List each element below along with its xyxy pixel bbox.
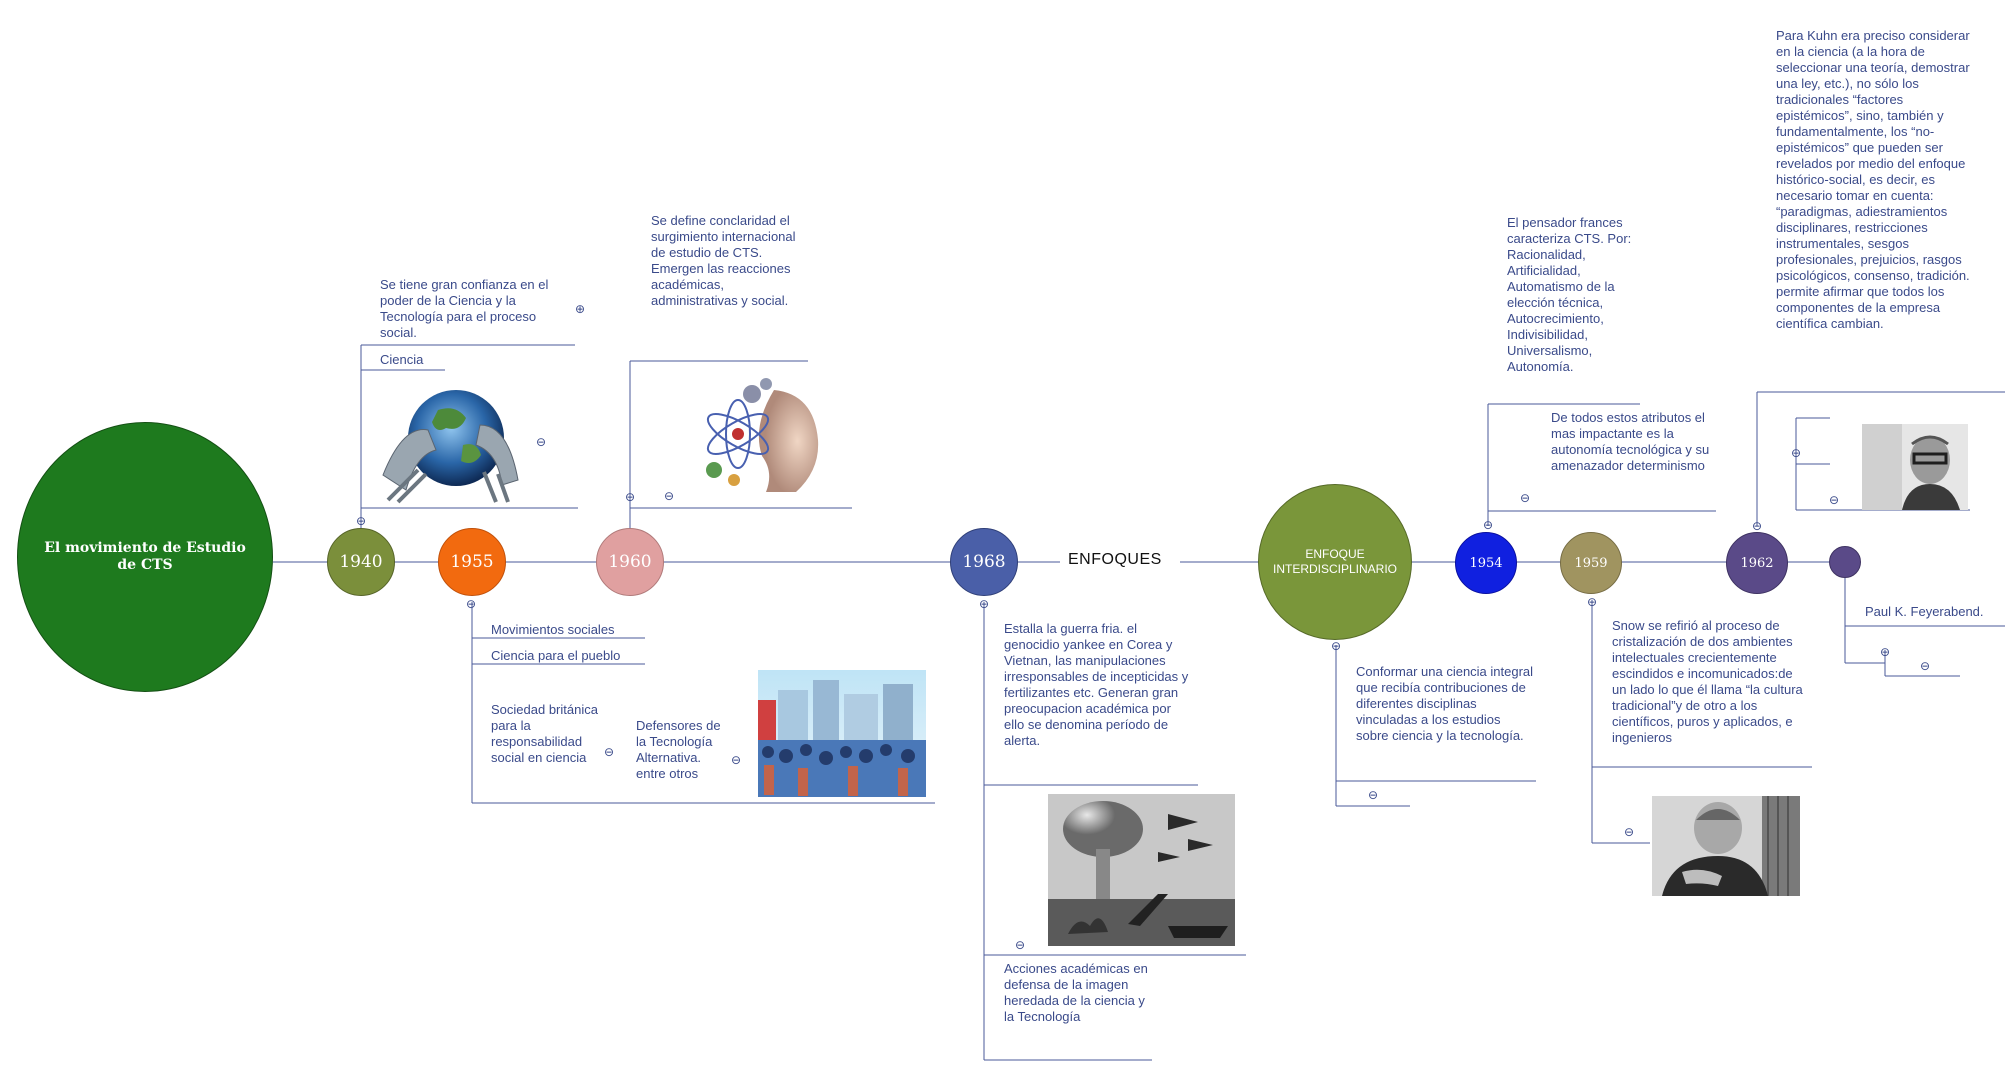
collapse-icon[interactable]: ⊖ [1368,787,1378,803]
collapse-icon[interactable]: ⊖ [979,596,989,612]
globe-robot-hands-image [378,380,523,505]
text-1968-description: Estalla la guerra fria. el genocidio yan… [1004,621,1194,749]
text-1954-description: El pensador frances caracteriza CTS. Por… [1507,215,1637,375]
collapse-icon[interactable]: ⊖ [1752,518,1762,534]
node-1960[interactable]: 1960 [596,528,664,596]
collapse-icon[interactable]: ⊖ [1624,824,1634,840]
collapse-icon[interactable]: ⊖ [536,434,546,450]
collapse-icon[interactable]: ⊖ [1331,638,1341,654]
collapse-icon[interactable]: ⊖ [1829,492,1839,508]
root-topic-label: El movimiento de Estudio de CTS [18,540,272,574]
text-1955-defensores: Defensores de la Tecnología Alternativa.… [636,718,726,782]
node-1959[interactable]: 1959 [1560,532,1622,594]
collapse-icon[interactable]: ⊖ [1791,445,1801,461]
node-1959-label: 1959 [1574,556,1607,571]
collapse-icon[interactable]: ⊖ [1015,937,1025,953]
text-1959-description: Snow se refirió al proceso de cristaliza… [1612,618,1808,746]
collapse-icon[interactable]: ⊖ [1587,594,1597,610]
collapse-icon[interactable]: ⊖ [664,488,674,504]
portrait-kuhn-image [1862,424,1968,510]
text-1968-acciones: Acciones académicas en defensa de la ima… [1004,961,1149,1025]
crowd-city-image [758,670,926,797]
enfoques-label[interactable]: ENFOQUES [1068,552,1162,568]
text-1940-description: Se tiene gran confianza en el poder de l… [380,277,570,341]
text-1955-movimientos: Movimientos sociales [491,622,615,638]
text-1960-description: Se define conclaridad el surgimiento int… [651,213,801,309]
node-1940[interactable]: 1940 [327,528,395,596]
node-1955[interactable]: 1955 [438,528,506,596]
collapse-icon[interactable]: ⊖ [1880,644,1890,660]
collapse-icon[interactable]: ⊖ [625,489,635,505]
node-enfoque-interdisciplinario[interactable]: ENFOQUE INTERDISCIPLINARIO [1258,484,1412,640]
text-1955-pueblo: Ciencia para el pueblo [491,648,620,664]
atom-head-image [696,372,826,500]
text-1940-ciencia: Ciencia [380,352,423,368]
interdisciplinario-label: ENFOQUE INTERDISCIPLINARIO [1259,547,1411,577]
node-1954[interactable]: 1954 [1455,532,1517,594]
collapse-icon[interactable]: ⊖ [1920,658,1930,674]
text-feyerabend: Paul K. Feyerabend. [1865,604,1984,620]
node-1955-label: 1955 [450,552,493,572]
text-1962-description: Para Kuhn era preciso considerar en la c… [1776,28,1972,332]
root-topic-circle[interactable]: El movimiento de Estudio de CTS [17,422,273,692]
collapse-icon[interactable]: ⊖ [604,744,614,760]
node-1968[interactable]: 1968 [950,528,1018,596]
expand-icon[interactable]: ⊕ [575,301,585,317]
node-1954-label: 1954 [1469,556,1502,571]
node-1962-label: 1962 [1740,556,1773,571]
node-1940-label: 1940 [339,552,382,572]
node-1968-label: 1968 [962,552,1005,572]
node-1960-label: 1960 [608,552,651,572]
node-feyerabend-dot[interactable] [1829,546,1861,578]
war-collage-image [1048,794,1235,946]
node-1962[interactable]: 1962 [1726,532,1788,594]
collapse-icon[interactable]: ⊖ [1483,517,1493,533]
collapse-icon[interactable]: ⊖ [356,513,366,529]
portrait-snow-image [1652,796,1800,896]
text-interdisciplinario: Conformar una ciencia integral que recib… [1356,664,1534,744]
text-1954-atributos: De todos estos atributos el mas impactan… [1551,410,1711,474]
text-1955-sociedad: Sociedad británica para la responsabilid… [491,702,601,766]
collapse-icon[interactable]: ⊖ [731,752,741,768]
collapse-icon[interactable]: ⊖ [466,596,476,612]
collapse-icon[interactable]: ⊖ [1520,490,1530,506]
